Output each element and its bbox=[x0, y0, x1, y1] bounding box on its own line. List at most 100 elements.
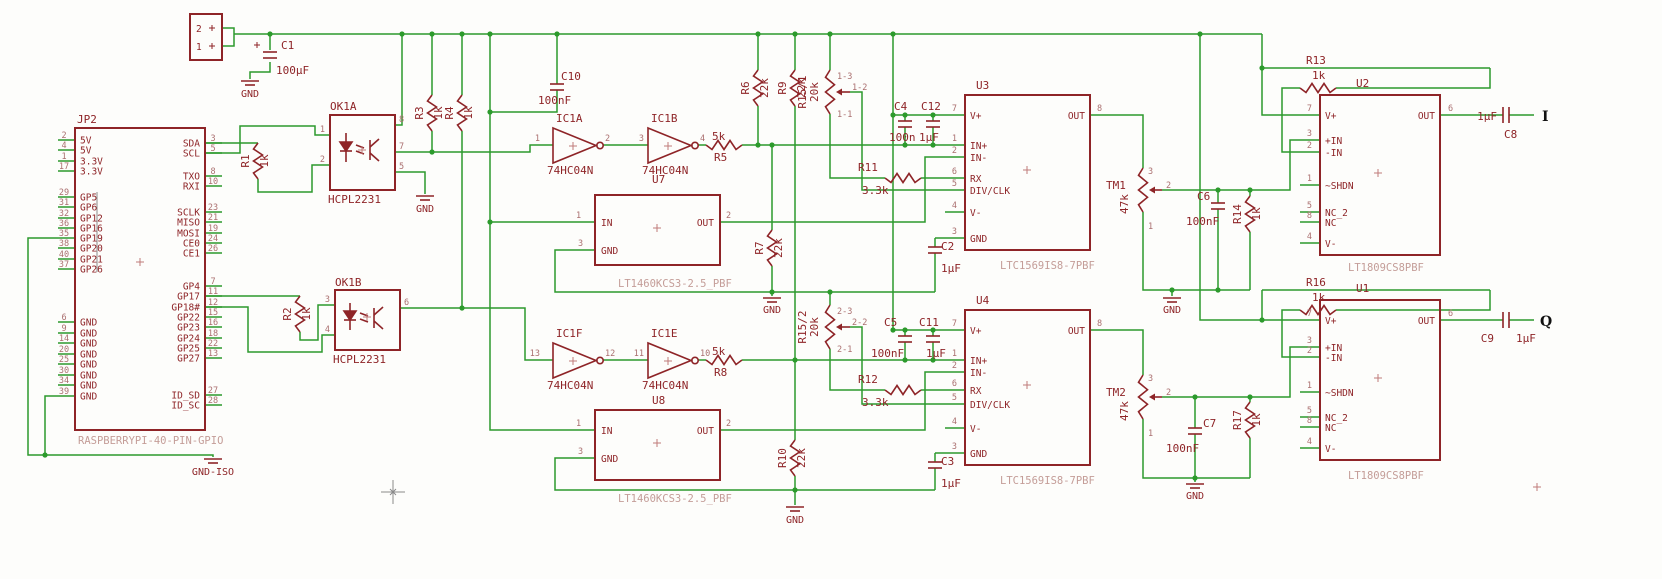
pin-number: 1 bbox=[576, 419, 581, 429]
inverter-bubble bbox=[690, 356, 699, 365]
pin-label: V- bbox=[970, 208, 981, 219]
capacitor-c7[interactable] bbox=[1188, 427, 1202, 435]
resistor-zigzag bbox=[824, 69, 836, 115]
resistor-r1[interactable] bbox=[252, 142, 264, 180]
pin-number: 5 bbox=[1307, 201, 1312, 211]
pin-number: 5 bbox=[210, 144, 215, 154]
pin-number: 9 bbox=[61, 324, 66, 334]
capacitor-c3[interactable] bbox=[928, 461, 942, 469]
jp2-connector[interactable] bbox=[74, 127, 206, 431]
resistor-r16[interactable] bbox=[1299, 304, 1337, 316]
pin-number: 34 bbox=[59, 376, 69, 386]
reference-u8[interactable] bbox=[594, 409, 721, 481]
component-value: 74HC04N bbox=[547, 379, 593, 392]
trimmer-r15-1[interactable] bbox=[824, 69, 851, 115]
part-label: LTC1569IS8-7PBF bbox=[1000, 475, 1095, 487]
resistor-r11[interactable] bbox=[884, 172, 922, 184]
resistor-r17[interactable] bbox=[1244, 401, 1256, 439]
inverter-ic1a[interactable] bbox=[552, 126, 604, 165]
component-value: 22k bbox=[758, 78, 771, 98]
pin-number: 2 bbox=[61, 131, 66, 141]
capacitor-c10[interactable] bbox=[550, 83, 564, 91]
pin-number: 1 bbox=[952, 349, 957, 359]
resistor-r13[interactable] bbox=[1299, 82, 1337, 94]
resistor-r5[interactable] bbox=[705, 139, 743, 151]
pin-number: 19 bbox=[208, 224, 218, 234]
pin-number: 8 bbox=[1097, 104, 1102, 114]
resistor-r10[interactable] bbox=[789, 439, 801, 477]
capacitor-c4[interactable] bbox=[898, 120, 912, 128]
wiper-arrowhead bbox=[1149, 393, 1155, 401]
capacitor-c11[interactable] bbox=[926, 335, 940, 343]
pin-label: OUT bbox=[1068, 111, 1085, 122]
component-name: C6 bbox=[1197, 190, 1210, 203]
resistor-r4[interactable] bbox=[456, 94, 468, 132]
origin-cross bbox=[358, 146, 366, 154]
reference-u7[interactable] bbox=[594, 194, 721, 266]
origin-cross bbox=[569, 142, 577, 150]
pin-number: 15 bbox=[208, 308, 218, 318]
pin-number: 3 bbox=[1148, 167, 1153, 177]
wire bbox=[1336, 290, 1491, 311]
pin-label: GP24 bbox=[177, 334, 200, 345]
resistor-r6[interactable] bbox=[752, 69, 764, 107]
gnd-symbol bbox=[1163, 297, 1181, 303]
capacitor-c9[interactable] bbox=[1502, 312, 1510, 328]
trimmer-tm2[interactable] bbox=[1137, 374, 1163, 420]
resistor-r7[interactable] bbox=[766, 229, 778, 267]
inverter-ic1f[interactable] bbox=[552, 341, 604, 380]
power-header-connector[interactable] bbox=[189, 13, 223, 61]
pin-label: ~SHDN bbox=[1325, 388, 1354, 399]
inverter-ic1e[interactable] bbox=[647, 341, 699, 380]
component-outline bbox=[1319, 94, 1441, 256]
trimmer-r15-2[interactable] bbox=[824, 304, 851, 350]
pin-number: 7 bbox=[1307, 104, 1312, 114]
pin-number: 36 bbox=[59, 219, 69, 229]
pin-label: GND bbox=[80, 339, 97, 350]
filter-u4[interactable] bbox=[964, 309, 1091, 466]
pin-label: GP18# bbox=[171, 303, 200, 314]
resistor-r2[interactable] bbox=[294, 295, 306, 333]
wire bbox=[395, 144, 553, 153]
resistor-r8[interactable] bbox=[705, 354, 743, 366]
component-name: R2 bbox=[281, 307, 294, 320]
pin-label: GND bbox=[970, 234, 987, 245]
pin-label: RXI bbox=[183, 182, 200, 193]
pin-number: 5 bbox=[952, 393, 957, 403]
capacitor-c6[interactable] bbox=[1211, 202, 1225, 210]
component-name: R4 bbox=[443, 106, 456, 120]
filter-u3[interactable] bbox=[964, 94, 1091, 251]
pin-number: 22 bbox=[208, 339, 218, 349]
junction-dot bbox=[1247, 394, 1253, 400]
trimmer-tm1[interactable] bbox=[1137, 167, 1163, 213]
gnd-symbol bbox=[204, 458, 222, 464]
capacitor-c12[interactable] bbox=[926, 120, 940, 128]
pin-number: 1 bbox=[576, 211, 581, 221]
net-label-q: Q bbox=[1540, 314, 1552, 330]
capacitor-c8[interactable] bbox=[1502, 107, 1510, 123]
resistor-r3[interactable] bbox=[426, 94, 438, 132]
pin-number: 28 bbox=[208, 396, 218, 406]
pin-number: 35 bbox=[59, 229, 69, 239]
capacitor-c5[interactable] bbox=[898, 335, 912, 343]
opamp-u1[interactable] bbox=[1319, 299, 1441, 461]
resistor-r12[interactable] bbox=[884, 384, 922, 396]
inverter-ic1b[interactable] bbox=[647, 126, 699, 165]
pin-number: 25 bbox=[59, 355, 69, 365]
pin-number: 5 bbox=[952, 179, 957, 189]
optocoupler-ok1b[interactable] bbox=[334, 289, 401, 351]
junction-dot bbox=[1259, 65, 1265, 71]
pin-number: 3 bbox=[578, 239, 583, 249]
optocoupler-ok1a[interactable] bbox=[329, 114, 396, 191]
capacitor-c2[interactable] bbox=[928, 246, 942, 254]
pin-label: ~SHDN bbox=[1325, 181, 1354, 192]
junction-dot bbox=[429, 31, 435, 37]
opamp-u2[interactable] bbox=[1319, 94, 1441, 256]
resistor-r9[interactable] bbox=[789, 69, 801, 107]
origin-cross bbox=[653, 224, 661, 232]
resistor-r14[interactable] bbox=[1244, 195, 1256, 233]
component-name: IC1F bbox=[556, 327, 583, 340]
capacitor-c1[interactable] bbox=[263, 51, 277, 59]
pin-number: 3 bbox=[1307, 129, 1312, 139]
